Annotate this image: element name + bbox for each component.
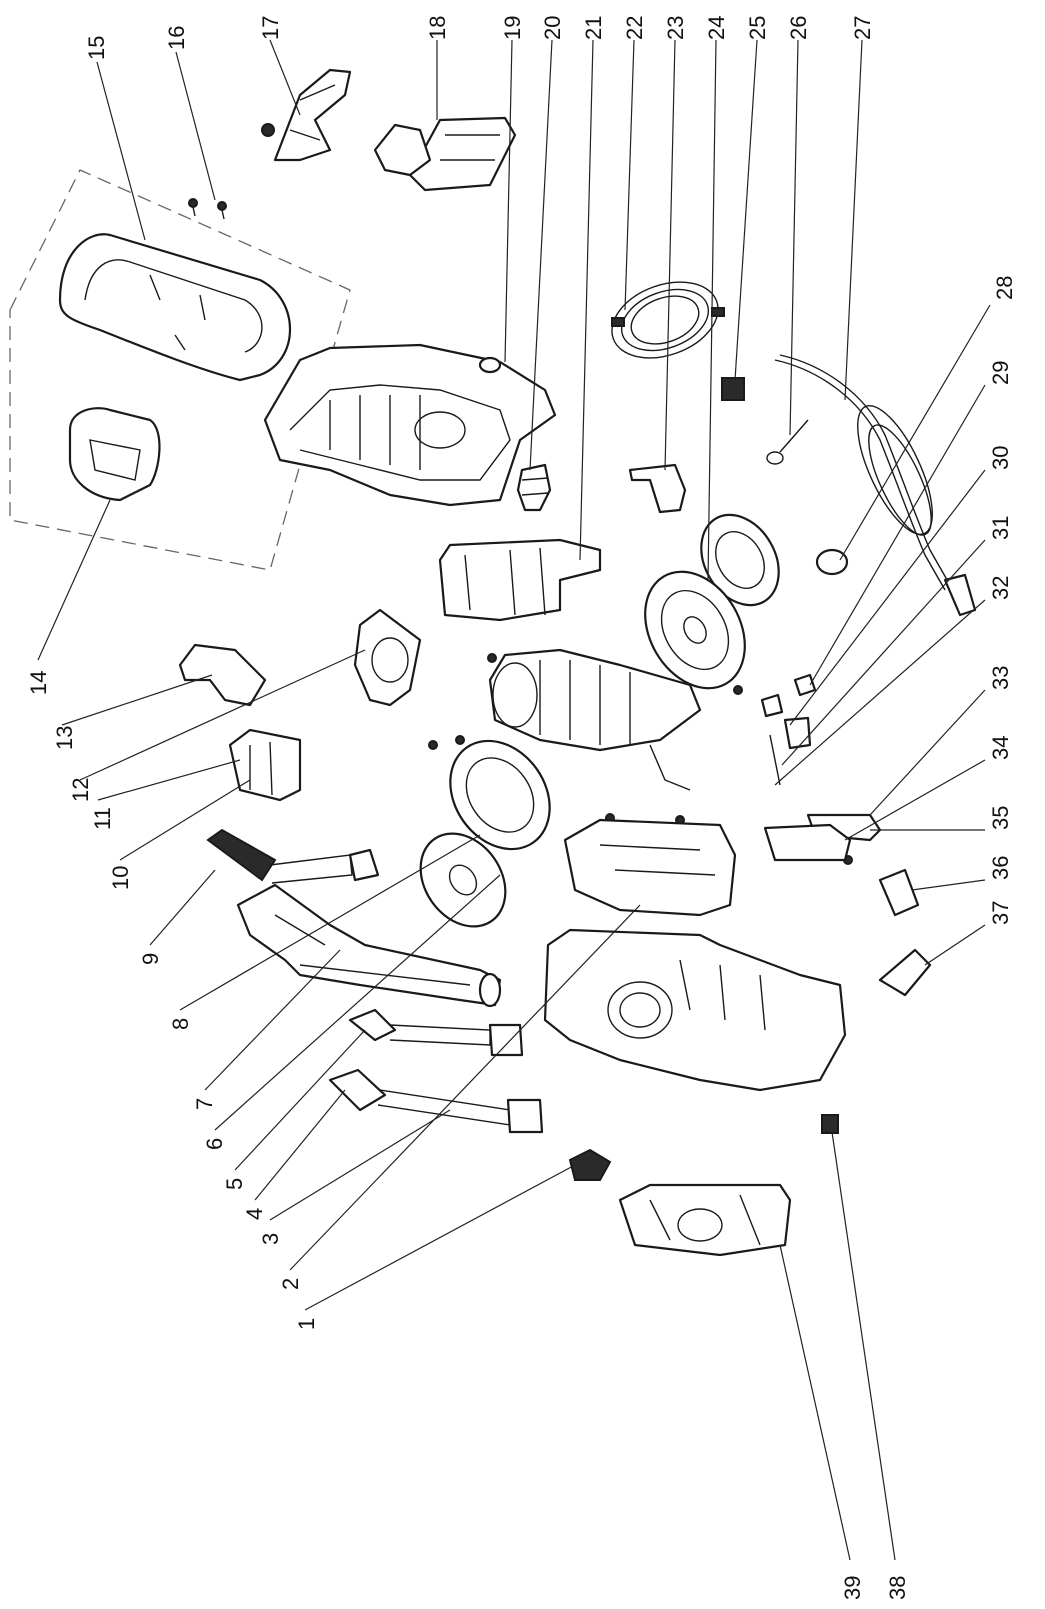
callout-24: 24: [704, 16, 729, 40]
callout-31: 31: [988, 516, 1013, 540]
part-29-33-small-parts: [760, 673, 882, 842]
callout-28: 28: [992, 276, 1017, 300]
callout-34: 34: [988, 736, 1013, 760]
callout-19: 19: [500, 16, 525, 40]
callout-labels: 15 16 17 18 19 20 21 22 23 24 25 26 27 2…: [26, 16, 1017, 1600]
callout-14: 14: [26, 671, 51, 695]
part-base-housing: [563, 818, 737, 917]
callout-27: 27: [850, 16, 875, 40]
part-12-plate: [353, 608, 422, 707]
part-3-4-lance: [328, 1068, 544, 1134]
callout-30: 30: [988, 446, 1013, 470]
callout-32: 32: [988, 576, 1013, 600]
part-26-o-ring: [766, 419, 809, 465]
part-10-11-holder: [228, 728, 302, 802]
callout-4: 4: [242, 1208, 267, 1220]
callout-33: 33: [988, 666, 1013, 690]
callout-13: 13: [52, 726, 77, 750]
callout-5: 5: [222, 1178, 247, 1190]
callout-22: 22: [622, 16, 647, 40]
callout-21: 21: [581, 16, 606, 40]
part-21-pump-housing: [438, 538, 602, 622]
callout-1: 1: [294, 1318, 319, 1330]
callout-18: 18: [425, 16, 450, 40]
part-34-plate: [763, 823, 852, 862]
part-20-connector: [516, 463, 552, 512]
part-27-power-cord: [774, 354, 977, 617]
part-39-cover: [618, 1183, 792, 1257]
part-23-bracket: [628, 463, 687, 514]
part-25-clip: [721, 377, 745, 401]
callout-3: 3: [258, 1233, 283, 1245]
callout-35: 35: [988, 806, 1013, 830]
part-16-screws: [188, 198, 227, 220]
part-15-handle-frame: [58, 233, 291, 382]
callout-6: 6: [202, 1138, 227, 1150]
callout-10: 10: [108, 866, 133, 890]
callout-2: 2: [278, 1278, 303, 1290]
leader-lines: [37, 39, 991, 1561]
callout-39: 39: [840, 1576, 865, 1600]
callout-16: 16: [164, 26, 189, 50]
part-1-cap: [568, 1148, 612, 1181]
callout-25: 25: [745, 16, 770, 40]
callout-15: 15: [84, 36, 109, 60]
part-38-clip: [821, 1114, 839, 1134]
part-28-cap: [815, 548, 849, 576]
part-24-wheel: [644, 513, 780, 690]
callout-23: 23: [663, 16, 688, 40]
callout-20: 20: [540, 16, 565, 40]
part-5-6-lance: [348, 1008, 524, 1057]
part-9-nozzle: [206, 828, 380, 884]
callout-36: 36: [988, 856, 1013, 880]
callout-38: 38: [885, 1576, 910, 1600]
callout-37: 37: [988, 901, 1013, 925]
part-13-bracket: [178, 643, 267, 707]
callout-29: 29: [988, 361, 1013, 385]
part-22-hose: [611, 281, 725, 359]
part-17-holder: [261, 68, 352, 162]
part-2-front-housing: [543, 928, 847, 1092]
callout-12: 12: [68, 778, 93, 802]
callout-17: 17: [258, 16, 283, 40]
part-36-37-labels: [878, 868, 932, 997]
callout-26: 26: [786, 16, 811, 40]
part-14-cord-hook: [68, 407, 161, 502]
part-18-nozzle-holder: [373, 116, 517, 192]
callout-7: 7: [192, 1098, 217, 1110]
callout-11: 11: [90, 807, 115, 830]
callout-9: 9: [138, 953, 163, 965]
callout-8: 8: [168, 1018, 193, 1030]
part-motor-assembly: [488, 648, 702, 791]
part-7-spray-gun: [236, 883, 502, 1008]
part-8-wheel: [419, 739, 551, 928]
part-19-rear-housing: [263, 343, 557, 507]
